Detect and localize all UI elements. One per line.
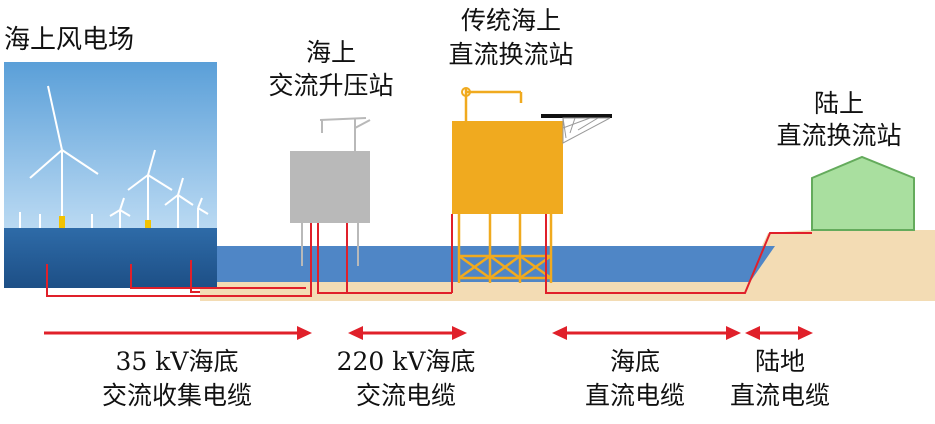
shore-land — [745, 230, 935, 282]
wind-farm-photo — [4, 62, 217, 288]
onshore-converter-station — [811, 155, 915, 231]
dc-sea-cable-label-line2: 直流电缆 — [584, 381, 685, 410]
onshore-station-label-line2: 直流换流站 — [776, 121, 902, 150]
collection-cable-label-line1: 35 kV海底 — [115, 347, 239, 376]
ac-export-cable-label-line2: 交流电缆 — [355, 381, 456, 410]
ac-export-cable-label-line1: 220 kV海底 — [336, 347, 476, 376]
onshore-station-label-line1: 陆上 — [813, 89, 864, 118]
sea — [200, 246, 775, 282]
dc-land-cable-label-line1: 陆地 — [754, 347, 805, 376]
ac-substation-label-line1: 海上 — [305, 38, 356, 67]
dc-converter-label-line1: 传统海上 — [460, 6, 561, 35]
dc-land-cable-label-line2: 直流电缆 — [729, 381, 830, 410]
dc-sea-cable-label-line1: 海底 — [609, 347, 660, 376]
dc-converter-station — [452, 87, 612, 283]
dc-converter-label-line2: 直流换流站 — [448, 40, 574, 69]
ac-substation-label-line2: 交流升压站 — [268, 71, 394, 100]
cables — [46, 214, 812, 297]
wind-farm-label: 海上风电场 — [4, 25, 135, 55]
collection-cable-label-line2: 交流收集电缆 — [101, 381, 252, 410]
seabed-sand — [200, 282, 935, 301]
span-arrows — [44, 326, 813, 340]
ac-substation — [290, 117, 371, 266]
